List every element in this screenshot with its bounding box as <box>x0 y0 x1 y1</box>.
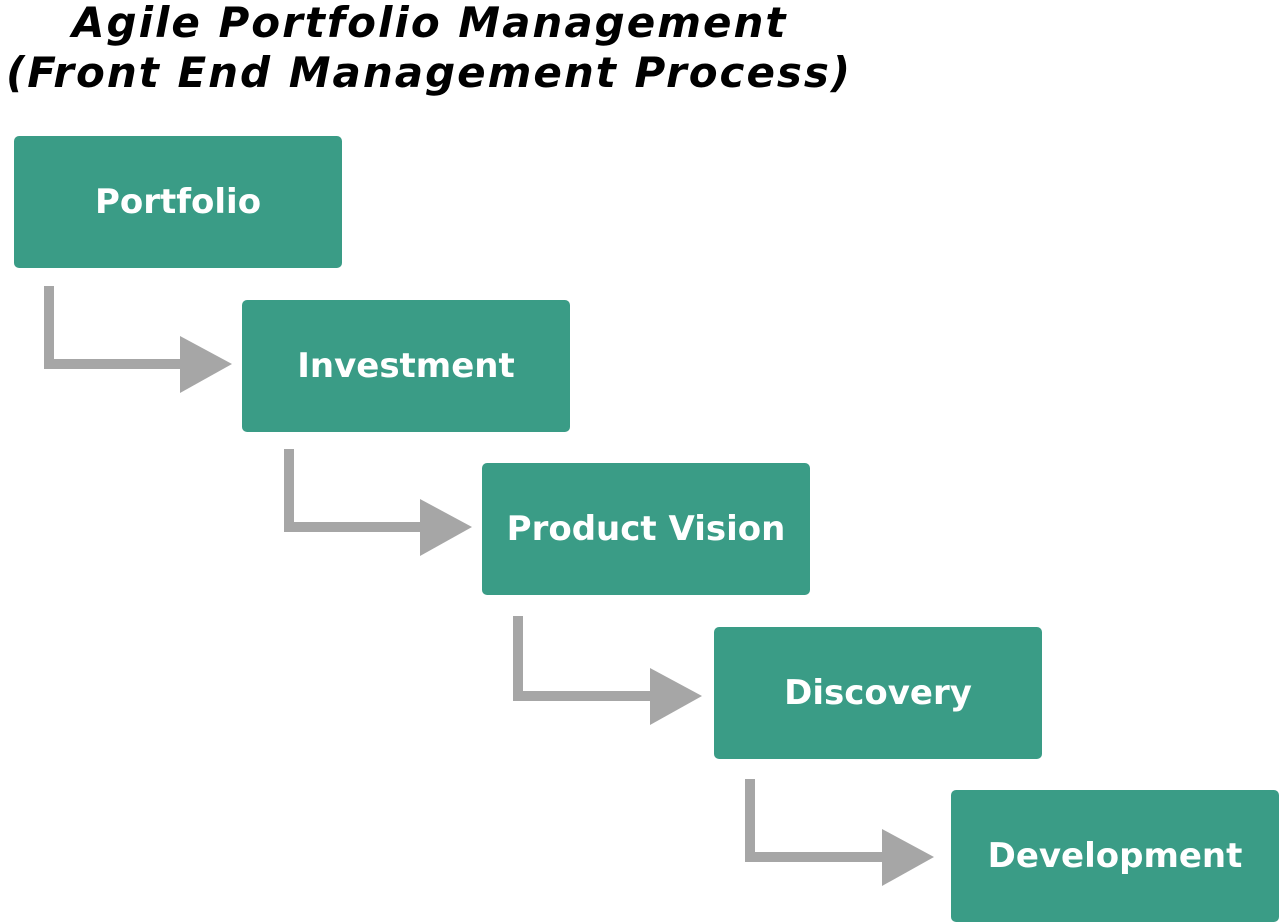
step-label: Portfolio <box>94 182 262 222</box>
step-development: Development <box>951 790 1279 922</box>
diagram-subtitle: (Front End Management Process) <box>6 48 853 97</box>
step-portfolio: Portfolio <box>14 136 342 268</box>
step-product-vision: Product Vision <box>482 463 810 595</box>
step-label: Discovery <box>784 673 972 713</box>
step-label: Product Vision <box>506 509 786 549</box>
step-label: Development <box>987 836 1243 876</box>
step-investment: Investment <box>242 300 570 432</box>
arrow-portfolio-to-investment <box>44 286 232 393</box>
arrow-investment-to-product-vision <box>284 449 472 556</box>
arrow-product-vision-to-discovery <box>513 616 702 725</box>
step-label: Investment <box>297 346 515 386</box>
diagram-title: Agile Portfolio Management <box>72 0 788 47</box>
step-discovery: Discovery <box>714 627 1042 759</box>
arrow-discovery-to-development <box>745 779 934 886</box>
